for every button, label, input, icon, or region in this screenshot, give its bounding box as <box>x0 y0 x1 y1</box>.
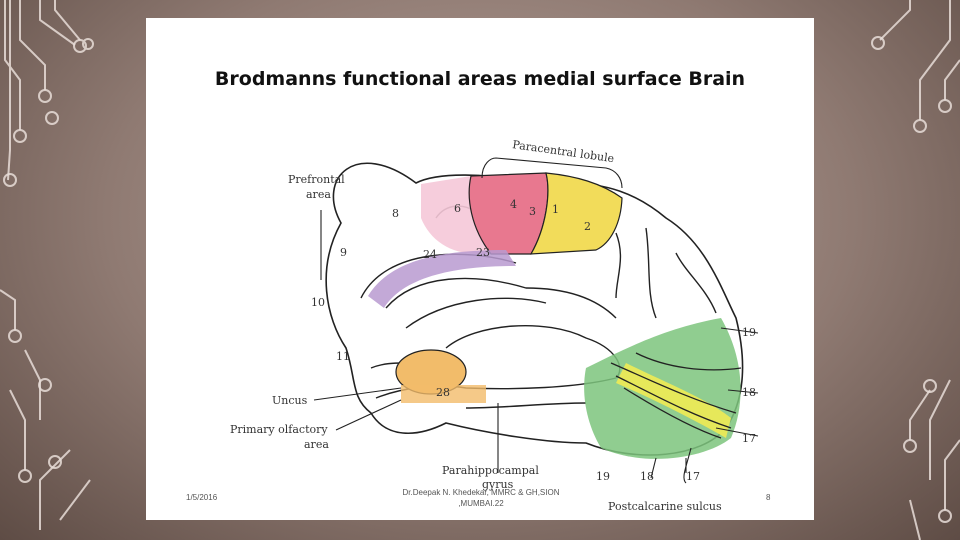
area-18-bottom-number: 18 <box>640 470 654 483</box>
area-19-bottom-number: 19 <box>596 470 610 483</box>
area-6-region <box>421 176 491 254</box>
occipital-yellow-band <box>616 363 731 438</box>
area-17-right-number: 17 <box>742 432 756 445</box>
label-prefrontal: Prefrontal <box>288 173 345 186</box>
circuit-decoration-right <box>871 0 960 540</box>
area-9-number: 9 <box>340 246 347 259</box>
label-primary-olfactory-area: area <box>304 438 329 451</box>
label-primary-olfactory: Primary olfactory <box>230 423 328 436</box>
area-6-number: 6 <box>454 202 461 215</box>
area-28-number: 28 <box>436 386 450 399</box>
area-11-number: 11 <box>336 350 350 363</box>
occipital-lines <box>610 352 742 439</box>
area-1-number: 1 <box>552 203 559 216</box>
circuit-decoration-left <box>0 0 94 530</box>
brain-medial-diagram: Paracentral lobule Prefrontal area Uncus… <box>230 138 759 513</box>
leader-lines <box>313 157 759 484</box>
area-312-region <box>529 172 623 255</box>
label-parahippocampal-gyrus: gyrus <box>482 478 514 491</box>
area-23-number: 23 <box>476 246 490 259</box>
footer-author-line2: ,MUMBAI.22 <box>458 499 504 508</box>
area-18-right-number: 18 <box>742 386 756 399</box>
slide-title: Brodmanns functional areas medial surfac… <box>214 68 746 90</box>
area-24-number: 24 <box>423 248 437 261</box>
area-4-number: 4 <box>510 198 517 211</box>
slide-content: Brodmanns functional areas medial surfac… <box>146 18 814 520</box>
footer-author-line1: Dr.Deepak N. Khedekar, MMRC & GH,SION <box>402 488 560 497</box>
label-parahippocampal: Parahippocampal <box>442 464 539 477</box>
area-19-right-number: 19 <box>742 326 756 339</box>
area-17-bottom-number: 17 <box>686 470 700 483</box>
label-postcalcarine-sulcus: Postcalcarine sulcus <box>608 500 722 513</box>
footer-page-number: 8 <box>766 493 771 502</box>
area-3-number: 3 <box>529 205 536 218</box>
label-uncus: Uncus <box>272 394 308 407</box>
area-10-number: 10 <box>311 296 325 309</box>
area-2-number: 2 <box>584 220 591 233</box>
area-8-number: 8 <box>392 207 399 220</box>
footer-date: 1/5/2016 <box>186 493 218 502</box>
label-prefrontal-area: area <box>306 188 331 201</box>
footer-author: Dr.Deepak N. Khedekar, MMRC & GH,SION ,M… <box>376 487 586 509</box>
cingulate-region <box>368 250 516 308</box>
area-28-region <box>401 385 486 403</box>
